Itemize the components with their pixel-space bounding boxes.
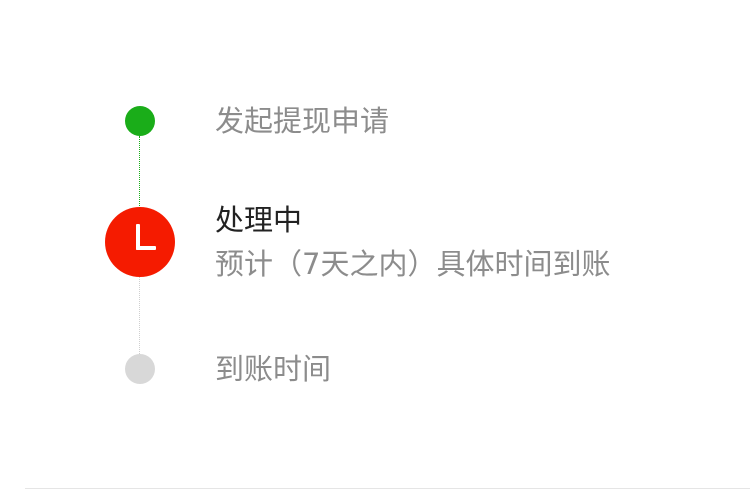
step-submit-request-label: 发起提现申请: [215, 104, 390, 138]
step-completed-dot: [125, 106, 155, 136]
step-processing-description: 预计（7天之内）具体时间到账: [215, 247, 611, 281]
clock-hand-hour: [136, 224, 140, 250]
step-arrival-label: 到账时间: [215, 352, 332, 386]
step-processing-label: 处理中: [215, 203, 303, 237]
connector-line-pending: [139, 276, 140, 354]
connector-line-completed: [139, 136, 140, 208]
clock-icon: [105, 207, 175, 277]
bottom-divider: [25, 488, 750, 489]
clock-hand-minute: [136, 246, 156, 250]
step-pending-dot: [125, 354, 155, 384]
